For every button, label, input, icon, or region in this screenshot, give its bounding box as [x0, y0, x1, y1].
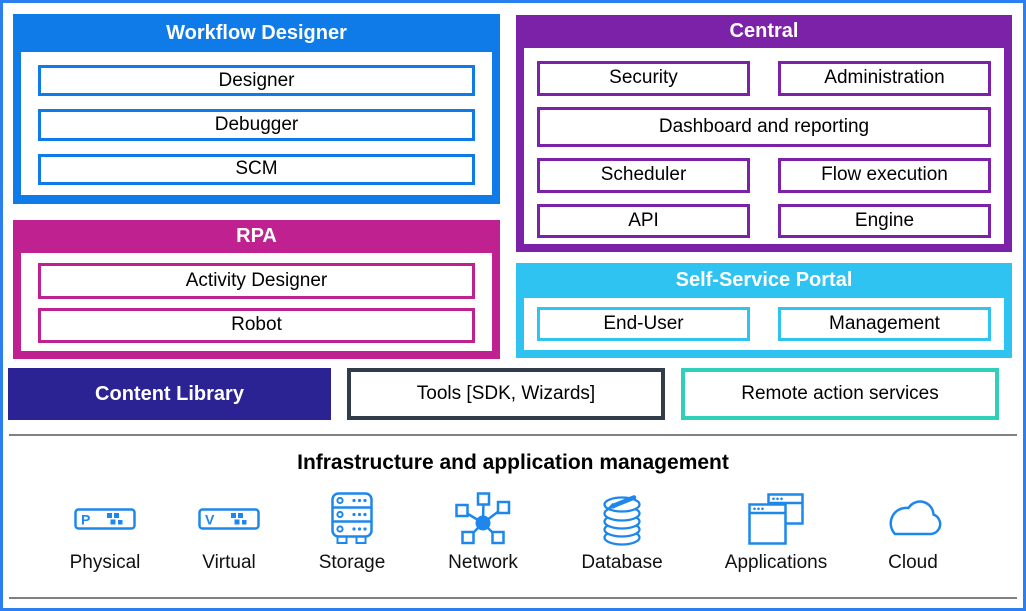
box-robot: Robot [38, 307, 475, 343]
box-scm: SCM [38, 153, 475, 185]
central-body: Security Administration Dashboard and re… [524, 48, 1004, 244]
self-service-portal-title: Self-Service Portal [675, 269, 853, 291]
infra-label-network: Network [448, 552, 518, 573]
workflow-designer-body: Designer Debugger SCM [21, 52, 492, 195]
divider-top [9, 434, 1017, 436]
infra-label-storage: Storage [318, 552, 386, 573]
infra-item-network: Network [423, 492, 543, 574]
box-debugger: Debugger [38, 109, 475, 141]
self-service-portal-group: Self-Service Portal End-User Management [516, 263, 1012, 358]
box-scheduler: Scheduler [537, 158, 750, 193]
workflow-designer-group: Workflow Designer Designer Debugger SCM [13, 14, 500, 204]
infrastructure-title: Infrastructure and application managemen… [297, 451, 729, 474]
infra-label-physical: Physical [69, 552, 141, 573]
box-flow-execution: Flow execution [778, 158, 991, 193]
cloud-icon [881, 492, 945, 546]
infra-item-storage: Storage [292, 492, 412, 574]
applications-icon [748, 492, 804, 546]
box-security: Security [537, 61, 750, 96]
svg-text:P: P [81, 512, 90, 528]
infra-item-virtual: V Virtual [169, 492, 289, 574]
tools-bar: Tools [SDK, Wizards] [347, 368, 665, 420]
infra-label-applications: Applications [724, 552, 828, 573]
infra-item-physical: P Physical [45, 492, 165, 574]
box-end-user: End-User [537, 307, 750, 341]
storage-icon [329, 492, 375, 546]
box-activity-designer: Activity Designer [38, 263, 475, 299]
box-engine: Engine [778, 203, 991, 238]
central-group: Central Security Administration Dashboar… [516, 15, 1012, 252]
infra-label-virtual: Virtual [202, 552, 256, 573]
box-api: API [537, 203, 750, 238]
rpa-body: Activity Designer Robot [21, 253, 492, 351]
infra-item-applications: Applications [716, 492, 836, 574]
infra-item-database: Database [562, 492, 682, 574]
rpa-title: RPA [236, 225, 277, 247]
remote-action-services-bar: Remote action services [681, 368, 999, 420]
box-designer: Designer [38, 65, 475, 97]
divider-bottom [9, 597, 1017, 599]
infra-item-cloud: Cloud [853, 492, 973, 574]
central-title: Central [729, 20, 799, 42]
physical-server-icon: P [74, 492, 136, 546]
box-administration: Administration [778, 61, 991, 96]
virtual-machine-icon: V [198, 492, 260, 546]
rpa-group: RPA Activity Designer Robot [13, 220, 500, 359]
workflow-designer-title: Workflow Designer [166, 22, 347, 44]
infra-label-cloud: Cloud [888, 552, 938, 573]
infra-label-database: Database [581, 552, 663, 573]
content-library-bar: Content Library [8, 368, 331, 420]
svg-text:V: V [205, 512, 215, 528]
box-dashboard-and-reporting: Dashboard and reporting [537, 106, 991, 147]
database-icon [600, 492, 644, 546]
box-management: Management [778, 307, 991, 341]
network-icon [454, 492, 512, 546]
self-service-portal-body: End-User Management [524, 298, 1004, 350]
